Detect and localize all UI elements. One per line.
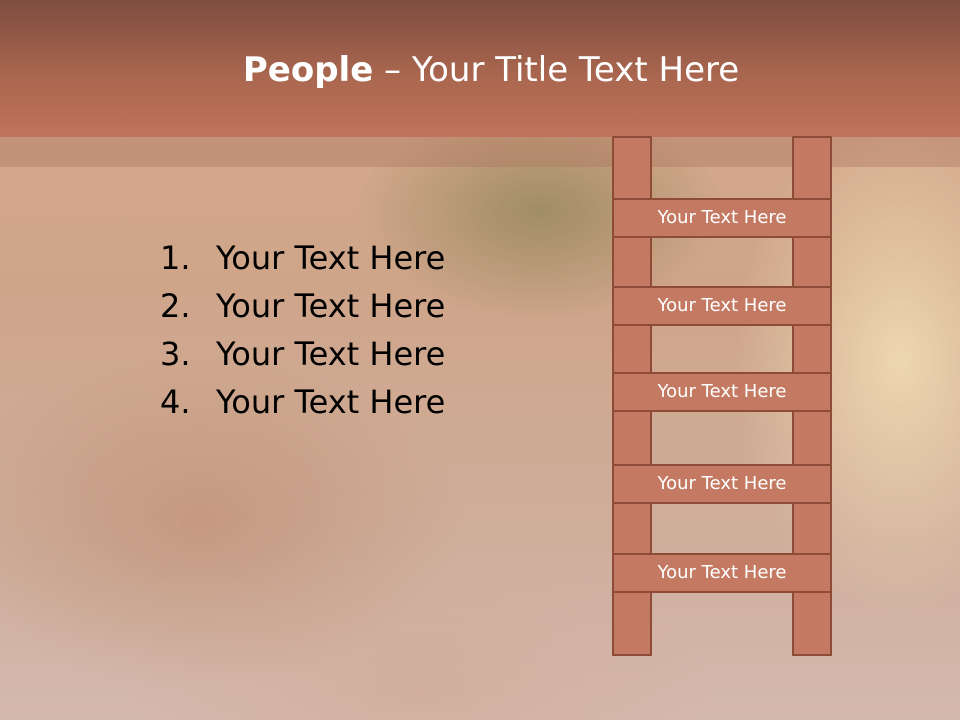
slide-title-bold: People bbox=[242, 50, 374, 90]
list-item-number: 2. bbox=[160, 287, 191, 325]
slide-title: People – Your Title Text Here bbox=[0, 50, 960, 90]
list-item-text: Your Text Here bbox=[216, 383, 446, 421]
list-item-number: 4. bbox=[160, 383, 191, 421]
list-item-text: Your Text Here bbox=[216, 335, 446, 373]
list-item-text: Your Text Here bbox=[216, 239, 446, 277]
ladder-rung: Your Text Here bbox=[612, 464, 832, 504]
ladder-rung: Your Text Here bbox=[612, 553, 832, 593]
list-item: 4. Your Text Here bbox=[160, 378, 445, 426]
ladder-rung: Your Text Here bbox=[612, 372, 832, 412]
title-bar bbox=[0, 0, 960, 137]
ladder-rung: Your Text Here bbox=[612, 198, 832, 238]
list-item: 3. Your Text Here bbox=[160, 330, 445, 378]
list-item-number: 3. bbox=[160, 335, 191, 373]
list-item: 2. Your Text Here bbox=[160, 282, 445, 330]
slide-title-rest: – Your Title Text Here bbox=[373, 50, 740, 90]
ladder-rung: Your Text Here bbox=[612, 286, 832, 326]
numbered-list: 1. Your Text Here 2. Your Text Here 3. Your… bbox=[160, 234, 445, 426]
list-item: 1. Your Text Here bbox=[160, 234, 445, 282]
list-item-number: 1. bbox=[160, 239, 191, 277]
list-item-text: Your Text Here bbox=[216, 287, 446, 325]
